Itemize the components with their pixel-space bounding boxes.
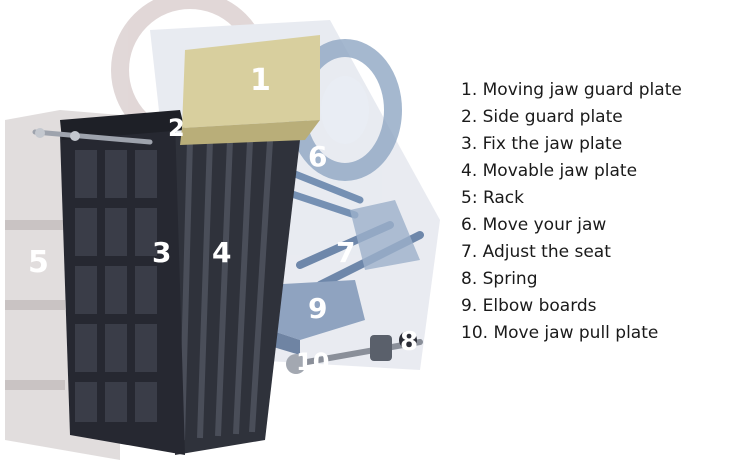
legend-item: 7. Adjust the seat [461,242,611,262]
callout-labels: 1 2 3 4 5 6 7 8 9 10 [28,63,418,376]
movable-jaw-plate [175,135,300,455]
callout-8: 8 [400,327,418,357]
callout-9: 9 [308,292,327,325]
callout-10: 10 [296,348,329,376]
legend-item: 5: Rack [461,188,524,208]
callout-2: 2 [168,114,185,142]
legend-item: 4. Movable jaw plate [461,161,638,181]
callout-7: 7 [336,236,355,269]
side-guard-plate [32,110,185,145]
callout-3: 3 [152,236,171,269]
legend-item: 2. Side guard plate [461,107,623,127]
callout-6: 6 [308,140,327,173]
parts-legend: 1. Moving jaw guard plate 2. Side guard … [461,77,682,347]
legend-item: 9. Elbow boards [461,296,597,316]
callout-4: 4 [212,236,231,269]
callout-1: 1 [250,63,271,98]
fixed-jaw-plate [60,120,185,455]
legend-item: 1. Moving jaw guard plate [461,80,682,100]
legend-item: 6. Move your jaw [461,215,607,235]
legend-item: 8. Spring [461,269,538,289]
moving-jaw-guard-plate [180,35,320,145]
pull-rod-and-spring [286,331,423,374]
callout-5: 5 [28,245,49,280]
legend-item: 10. Move jaw pull plate [461,323,659,343]
legend-item: 3. Fix the jaw plate [461,134,623,154]
